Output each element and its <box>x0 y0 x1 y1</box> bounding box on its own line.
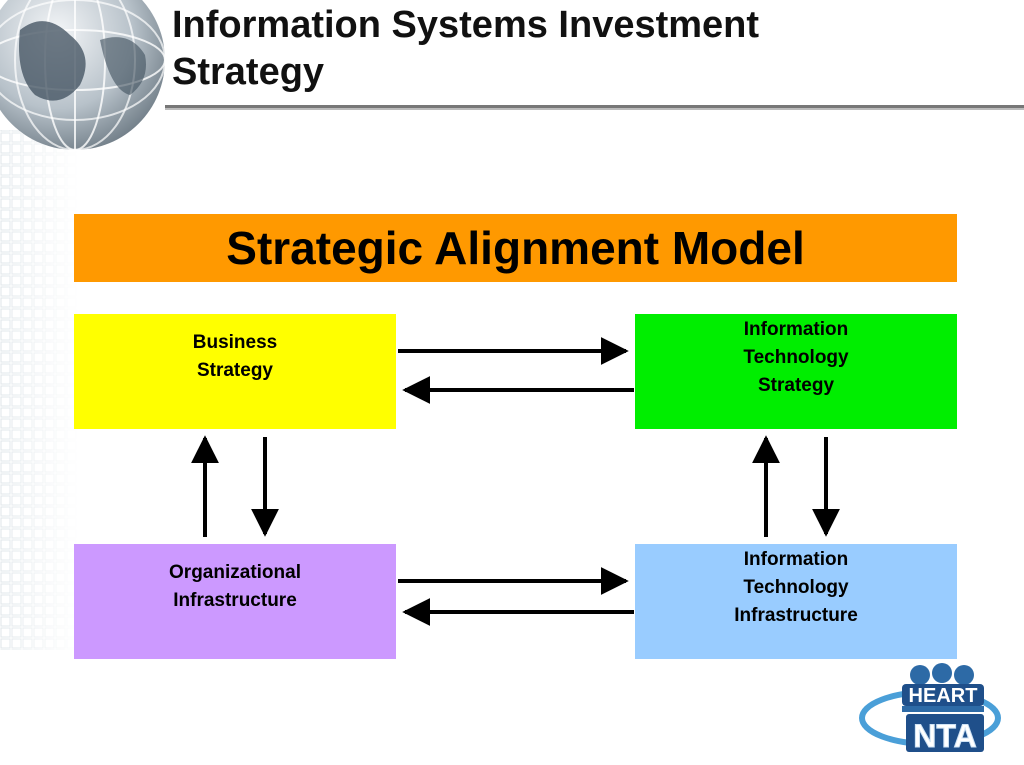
slide-title-line1: Information Systems Investment <box>172 4 760 46</box>
business-strategy-box: Business Strategy <box>74 314 396 429</box>
title-divider <box>165 105 1024 108</box>
it-infrastructure-label: Information Technology Infrastructure <box>734 548 858 626</box>
slide-title-line2: Strategy <box>172 51 325 93</box>
business-strategy-label: Business Strategy <box>192 331 278 381</box>
title-divider-shadow <box>165 108 1024 110</box>
strategic-alignment-banner: Strategic Alignment Model <box>74 214 957 282</box>
logo-text: HEART <box>909 685 978 707</box>
org-infrastructure-label: Organizational Infrastructure <box>169 561 301 611</box>
heart-nta-logo: HEART NTA <box>859 663 1001 755</box>
banner-text: Strategic Alignment Model <box>226 222 805 274</box>
it-strategy-box: Information Technology Strategy <box>635 314 957 429</box>
it-infrastructure-box: Information Technology Infrastructure <box>635 544 957 659</box>
svg-text:NTA: NTA <box>913 718 976 754</box>
it-strategy-label: Information Technology Strategy <box>743 318 849 396</box>
globe-icon <box>0 0 166 151</box>
organizational-infrastructure-box: Organizational Infrastructure <box>74 544 396 659</box>
